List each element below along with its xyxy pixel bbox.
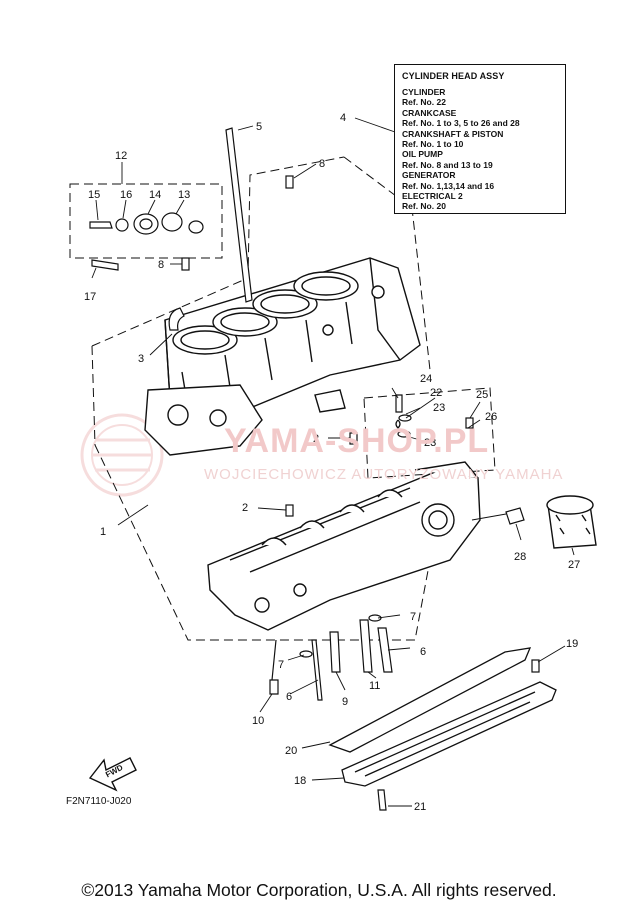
legend-group-name: GENERATOR [402,170,456,181]
legend-group-crankcase: CRANKCASE Ref. No. 1 to 3, 5 to 26 and 2… [402,108,565,129]
callout-5: 5 [256,121,262,133]
callout-6b: 6 [286,691,292,703]
legend-group-ref: Ref. No. 22 [402,97,446,108]
copyright-notice: ©2013 Yamaha Motor Corporation, U.S.A. A… [81,880,557,900]
callout-numbers: 1 2 2 3 4 5 6 6 7 7 8 8 9 10 11 12 13 14… [84,112,580,813]
legend-group-name: CRANKCASE [402,107,457,118]
callout-12: 12 [115,150,127,162]
callout-20: 20 [285,745,297,757]
legend-group-name: ELECTRICAL 2 [402,191,463,202]
legend-group-ref: Ref. No. 20 [402,201,446,212]
callout-17: 17 [84,291,96,303]
callout-19: 19 [566,638,578,650]
callout-15: 15 [88,189,100,201]
fasteners [89,127,540,811]
callout-2b: 2 [242,502,248,514]
callout-9: 9 [342,696,348,708]
legend-group-ref: Ref. No. 8 and 13 to 19 [402,159,493,170]
legend-group-electrical-2: ELECTRICAL 2 Ref. No. 20 [402,191,565,212]
callout-22: 22 [430,387,442,399]
callout-24: 24 [420,373,432,385]
callout-1: 1 [100,526,106,538]
watermark-logo [80,413,164,497]
legend-group-ref: Ref. No. 1 to 10 [402,139,464,150]
callout-8a: 8 [319,158,325,170]
legend-group-generator: GENERATOR Ref. No. 1,13,14 and 16 [402,170,565,191]
fwd-arrow-icon [88,757,137,792]
legend-group-cylinder: CYLINDER Ref. No. 22 [402,87,565,108]
reference-legend: CYLINDER HEAD ASSY CYLINDER Ref. No. 22 … [394,64,566,214]
legend-group-ref: Ref. No. 1,13,14 and 16 [402,180,495,191]
callout-2a: 2 [313,433,319,445]
callout-8b: 8 [158,259,164,271]
callout-11: 11 [369,680,380,692]
callout-3: 3 [138,353,144,365]
callout-23b: 23 [424,437,436,449]
legend-group-ref: Ref. No. 1 to 3, 5 to 26 and 28 [402,118,520,129]
legend-title: CYLINDER HEAD ASSY [402,71,505,81]
callout-14: 14 [149,189,161,201]
callout-26: 26 [485,411,497,423]
callout-16: 16 [120,189,132,201]
callout-23a: 23 [433,402,445,414]
callout-4: 4 [340,112,346,124]
callout-13: 13 [178,189,190,201]
callout-7a: 7 [410,611,416,623]
legend-group-name: CRANKSHAFT & PISTON [402,128,504,139]
crankcase [207,461,481,631]
diagram-code: F2N7110-J020 [66,796,132,807]
callout-18: 18 [294,775,306,787]
callout-21: 21 [414,801,426,813]
callout-6a: 6 [420,646,426,658]
oil-filter [546,495,597,549]
watermark-shop-name: YAMA-SHOP.PL [224,422,490,460]
callout-28: 28 [514,551,526,563]
oil-pan [328,647,557,787]
legend-group-name: CYLINDER [402,87,446,97]
callout-10: 10 [252,715,264,727]
callout-27: 27 [568,559,580,571]
legend-group-crankshaft-piston: CRANKSHAFT & PISTON Ref. No. 1 to 10 [402,129,565,150]
cylinder-block [144,257,421,456]
legend-group-name: OIL PUMP [402,149,443,160]
callout-25: 25 [476,389,488,401]
leader-lines [91,117,575,807]
callout-7b: 7 [278,659,284,671]
watermark-dealer-name: WOJCIECHOWICZ AUTORYZOWANY YAMAHA [204,466,564,483]
legend-group-oil-pump: OIL PUMP Ref. No. 8 and 13 to 19 [402,149,565,170]
